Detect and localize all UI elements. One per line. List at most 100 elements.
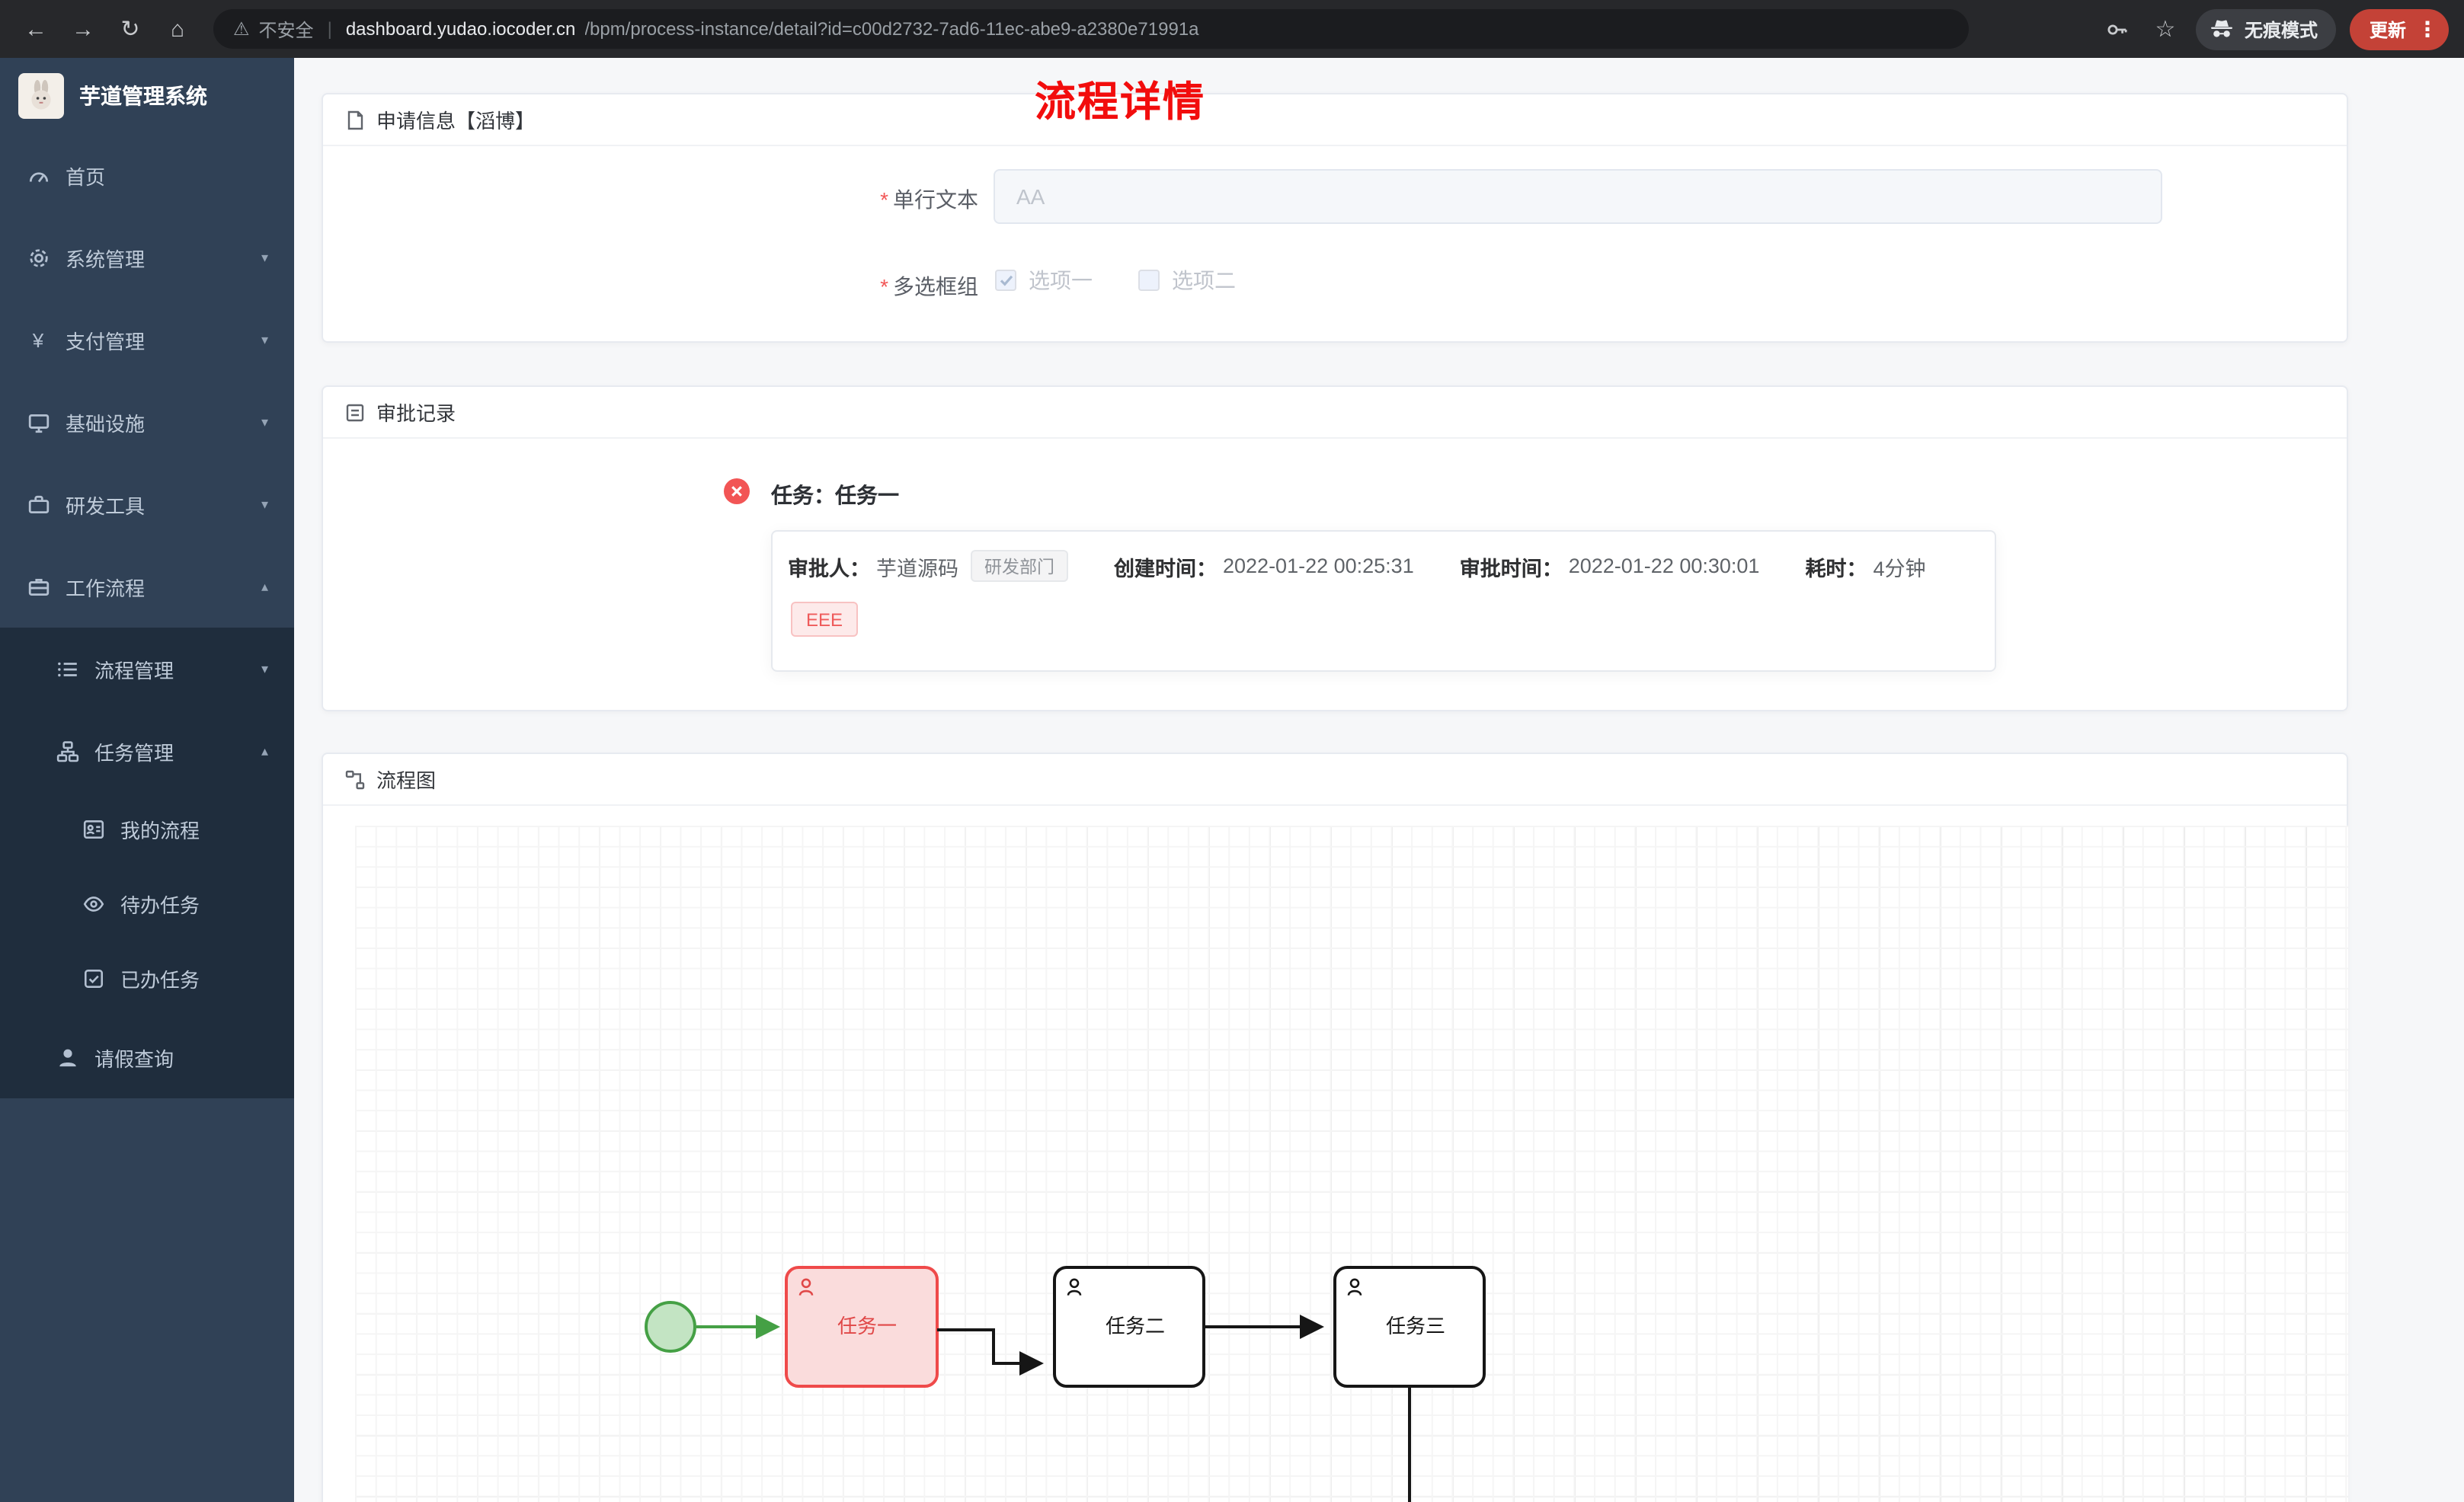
sidebar-item-label: 首页	[66, 165, 106, 188]
text-field-label-text: 单行文本	[893, 187, 978, 212]
sidebar-item-system[interactable]: 系统管理 ▾	[0, 216, 294, 299]
record-icon	[346, 403, 364, 421]
sidebar-item-process-mgmt[interactable]: 流程管理 ▾	[0, 628, 294, 710]
tree-icon	[55, 739, 79, 763]
checkbox-group-label: *多选框组	[521, 271, 978, 302]
checkbox-option-1[interactable]: 选项一	[995, 265, 1093, 296]
url-path: /bpm/process-instance/detail?id=c00d2732…	[584, 18, 1199, 40]
sidebar-item-label: 已办任务	[120, 969, 200, 992]
created-time-label: 创建时间：	[1114, 557, 1217, 580]
checkbox-group: 选项一 选项二	[995, 265, 1236, 296]
task-node-label: 任务一	[837, 1315, 897, 1337]
approved-time-value: 2022-01-22 00:30:01	[1568, 554, 1760, 577]
sidebar-item-label: 支付管理	[66, 330, 146, 353]
sidebar-item-label: 待办任务	[120, 894, 200, 917]
key-icon[interactable]	[2101, 12, 2135, 46]
approver-name: 芋道源码	[876, 557, 958, 580]
home-icon[interactable]: ⌂	[170, 16, 185, 42]
sidebar-item-infrastructure[interactable]: 基础设施 ▾	[0, 381, 294, 463]
task-rejected-status-icon	[724, 478, 750, 504]
duration-value: 4分钟	[1873, 557, 1926, 580]
toolbar-right-cluster: ☆ 无痕模式 更新 ⋮	[2101, 8, 2449, 50]
dashboard-icon	[26, 163, 50, 187]
security-label[interactable]: 不安全	[258, 19, 314, 40]
badge-icon	[81, 817, 105, 842]
briefcase-icon	[26, 492, 50, 516]
checkbox-unchecked-icon	[1138, 270, 1160, 291]
approved-time-label: 审批时间：	[1459, 557, 1563, 580]
flow-task1-to-task2	[937, 1328, 1044, 1376]
address-bar[interactable]: ⚠ 不安全 | dashboard.yudao.iocoder.cn/bpm/p…	[213, 9, 1969, 49]
security-warning-icon: ⚠	[233, 18, 250, 40]
sidebar-item-workflow[interactable]: 工作流程 ▴	[0, 545, 294, 628]
main-content: 流程详情 申请信息【滔博】 *单行文本 *多选框组 选项一	[294, 58, 2464, 1502]
sidebar-item-leave-query[interactable]: 请假查询	[0, 1016, 294, 1098]
chevron-down-icon: ▾	[261, 249, 268, 264]
sidebar-item-label: 请假查询	[94, 1047, 174, 1070]
chevron-up-icon: ▴	[261, 743, 268, 758]
approval-records-card-header: 审批记录	[323, 387, 2347, 439]
sidebar-item-home[interactable]: 首页	[0, 134, 294, 216]
sidebar-item-label: 研发工具	[66, 494, 146, 517]
department-tag: 研发部门	[971, 550, 1068, 582]
sidebar-item-devtools[interactable]: 研发工具 ▾	[0, 463, 294, 545]
menu-dots-icon[interactable]: ⋮	[2417, 16, 2438, 40]
task-node-label: 任务二	[1106, 1315, 1165, 1337]
sidebar-item-label: 系统管理	[66, 248, 146, 270]
sidebar: 芋道管理系统 首页 系统管理 ▾ ¥ 支付管理 ▾ 基础设施 ▾	[0, 58, 294, 1502]
start-event-node[interactable]	[645, 1301, 696, 1353]
approval-records-card: 审批记录 任务：任务一 审批人： 芋道源码 研发部门 创建时间： 2022-01…	[322, 385, 2348, 711]
sidebar-item-label: 流程管理	[94, 659, 174, 682]
app-logo: 芋道管理系统	[0, 58, 294, 134]
forward-icon[interactable]: →	[72, 16, 94, 42]
back-icon[interactable]: ←	[24, 16, 47, 42]
created-time-value: 2022-01-22 00:25:31	[1223, 554, 1414, 577]
approval-records-card-title: 审批记录	[376, 402, 456, 425]
sidebar-item-label: 我的流程	[120, 820, 200, 842]
sidebar-item-done-tasks[interactable]: 已办任务	[0, 941, 294, 1016]
checkbox-group-label-text: 多选框组	[893, 274, 978, 299]
sidebar-item-my-process[interactable]: 我的流程	[0, 792, 294, 867]
incognito-label: 无痕模式	[2244, 19, 2318, 40]
suitcase-icon	[26, 574, 50, 599]
chevron-down-icon: ▾	[261, 660, 268, 676]
bpmn-canvas[interactable]: 任务一 任务二	[355, 826, 2348, 1502]
sidebar-item-todo-tasks[interactable]: 待办任务	[0, 867, 294, 941]
incognito-icon	[2210, 20, 2232, 37]
approval-comment-tag: EEE	[791, 602, 859, 637]
process-diagram-card: 流程图 任务一	[322, 753, 2348, 1502]
task-title: 任务：任务一	[771, 483, 899, 507]
sidebar-item-payment[interactable]: ¥ 支付管理 ▾	[0, 299, 294, 381]
task-node-1[interactable]: 任务一	[785, 1266, 939, 1388]
duration-label: 耗时：	[1805, 557, 1867, 580]
user-icon	[55, 1045, 79, 1069]
bookmark-star-icon[interactable]: ☆	[2155, 17, 2176, 43]
process-diagram-card-title: 流程图	[376, 769, 437, 792]
sidebar-item-label: 工作流程	[66, 577, 146, 599]
task-node-2[interactable]: 任务二	[1053, 1266, 1205, 1388]
app-title: 芋道管理系统	[79, 84, 207, 108]
checkbox-option-2[interactable]: 选项二	[1138, 265, 1236, 296]
single-line-text-input[interactable]	[994, 169, 2162, 224]
eye-icon	[81, 892, 105, 916]
task-node-3[interactable]: 任务三	[1333, 1266, 1486, 1388]
approval-record-item: 审批人： 芋道源码 研发部门 创建时间： 2022-01-22 00:25:31…	[771, 530, 1996, 672]
workflow-submenu: 流程管理 ▾ 任务管理 ▴ 我的流程 待办任务	[0, 628, 294, 1098]
check-square-icon	[81, 967, 105, 991]
update-label: 更新	[2369, 19, 2406, 40]
diagram-icon	[345, 769, 365, 789]
reload-icon[interactable]: ↻	[120, 17, 140, 43]
apply-info-card-title: 申请信息【滔博】	[376, 110, 536, 133]
text-field-label: *单行文本	[521, 184, 978, 215]
task-node-label: 任务三	[1386, 1315, 1445, 1337]
monitor-icon	[26, 410, 50, 434]
approval-record-line: 审批人： 芋道源码 研发部门 创建时间： 2022-01-22 00:25:31…	[788, 550, 1979, 582]
checkbox-option-label: 选项二	[1172, 268, 1236, 292]
sidebar-item-task-mgmt[interactable]: 任务管理 ▴	[0, 710, 294, 792]
url-divider: |	[327, 18, 332, 40]
checkbox-option-label: 选项一	[1029, 268, 1093, 292]
bpmn-diagram: 任务一 任务二	[645, 1266, 1486, 1502]
browser-update-button[interactable]: 更新 ⋮	[2349, 8, 2449, 50]
chevron-down-icon: ▾	[261, 331, 268, 347]
